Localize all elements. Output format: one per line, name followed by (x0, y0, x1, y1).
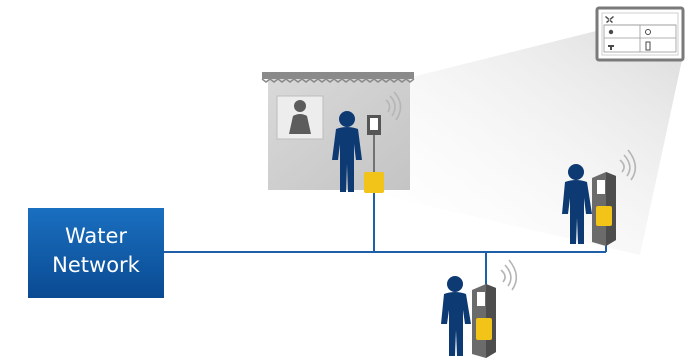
water-kiosk-shop (262, 72, 414, 193)
water-network-box: Water Network (28, 208, 164, 298)
water-dispenser-kiosk-icon (472, 284, 496, 358)
drop-icon (609, 30, 613, 34)
water-tank (596, 206, 612, 226)
remote-monitoring-panel-icon (597, 8, 683, 60)
wall-portrait-icon (277, 96, 323, 139)
water-network-label-line2: Network (52, 253, 141, 277)
shop-roof (262, 72, 414, 79)
water-tank (364, 172, 384, 193)
water-tank (476, 318, 492, 340)
water-network-label-line1: Water (65, 224, 127, 248)
person-icon (441, 276, 471, 356)
water-dispenser-kiosk-icon (592, 172, 616, 246)
bottom-water-kiosk (441, 260, 516, 358)
wireless-signal-icon (501, 260, 516, 290)
